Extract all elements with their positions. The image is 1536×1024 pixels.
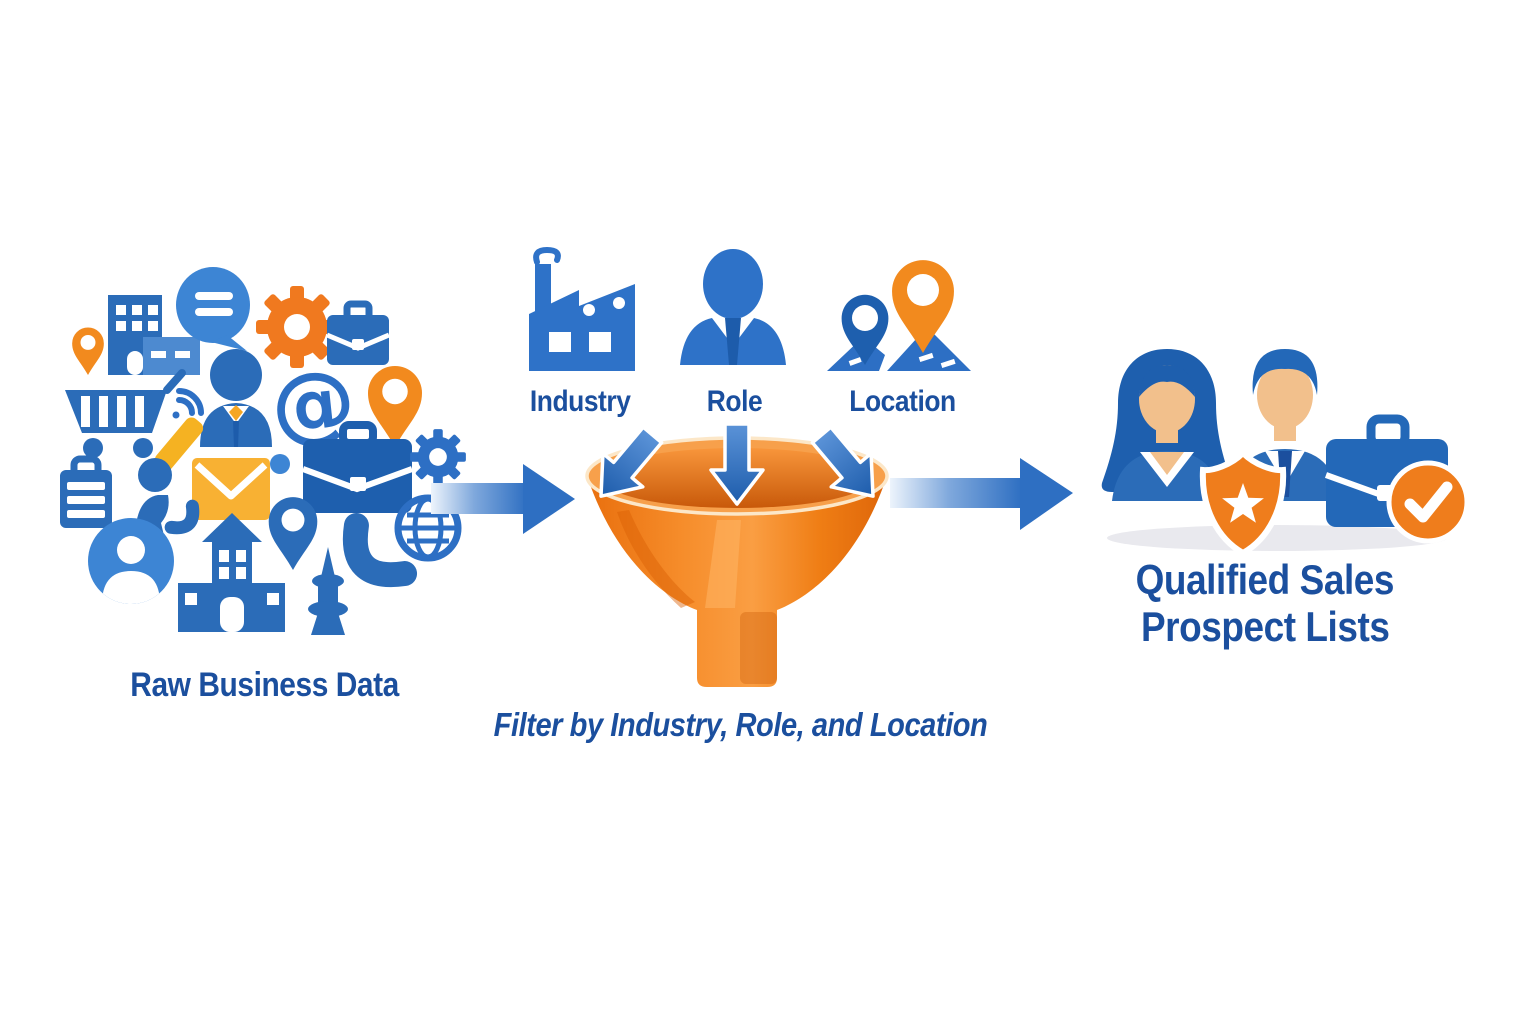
phone-handset-icon	[342, 512, 418, 588]
school-building-icon	[178, 513, 285, 632]
briefcase-icon	[326, 300, 390, 365]
map-pins-icon	[827, 260, 971, 371]
factory-icon	[529, 246, 635, 371]
businessman-icon	[200, 349, 272, 447]
qualified-prospects-label: Qualified Sales Prospect Lists	[1135, 556, 1395, 651]
arrow-down-location-icon	[810, 425, 875, 498]
funnel-caption: Filter by Industry, Role, and Location	[493, 706, 987, 743]
arrow-down-role-icon	[709, 422, 765, 506]
check-badge-icon	[1386, 460, 1470, 544]
filter-label-role: Role	[707, 385, 763, 418]
map-pin-icon	[268, 497, 318, 570]
storefront-icon	[143, 337, 200, 375]
raw-business-data-label: Raw Business Data	[130, 666, 400, 704]
speech-bubble-icon	[176, 267, 250, 351]
star-shield-icon	[1199, 448, 1287, 557]
landmark-tower-icon	[308, 547, 348, 635]
qualified-prospects-group	[1101, 349, 1470, 557]
filter-label-industry: Industry	[529, 385, 631, 418]
shadow	[1107, 525, 1447, 551]
email-envelope-icon	[192, 458, 270, 520]
globe-icon	[394, 494, 462, 562]
wireless-signal-icon	[172, 388, 204, 419]
pencil-icon	[154, 417, 204, 471]
phone-caller-icon	[135, 458, 200, 540]
funnel-input-arrows	[599, 422, 875, 506]
briefcase-large-icon	[301, 421, 414, 513]
flow-arrow-right-icon	[890, 458, 1073, 530]
office-building-icon	[108, 295, 162, 375]
arrow-down-industry-icon	[599, 425, 664, 498]
map-pin-orange	[892, 260, 954, 353]
location-pin-icon	[72, 327, 104, 375]
user-avatar-icon	[88, 518, 174, 604]
map-pin-blue	[841, 294, 889, 365]
raw-business-data-cluster: @	[60, 267, 478, 635]
document-bag-icon	[60, 455, 112, 528]
shopping-cart-icon	[65, 369, 186, 458]
filter-label-location: Location	[848, 385, 956, 418]
flow-arrow-left-icon	[431, 464, 575, 534]
business-person-icon	[680, 249, 786, 365]
dot-icon	[270, 454, 290, 474]
businesswoman-icon	[1101, 349, 1233, 501]
